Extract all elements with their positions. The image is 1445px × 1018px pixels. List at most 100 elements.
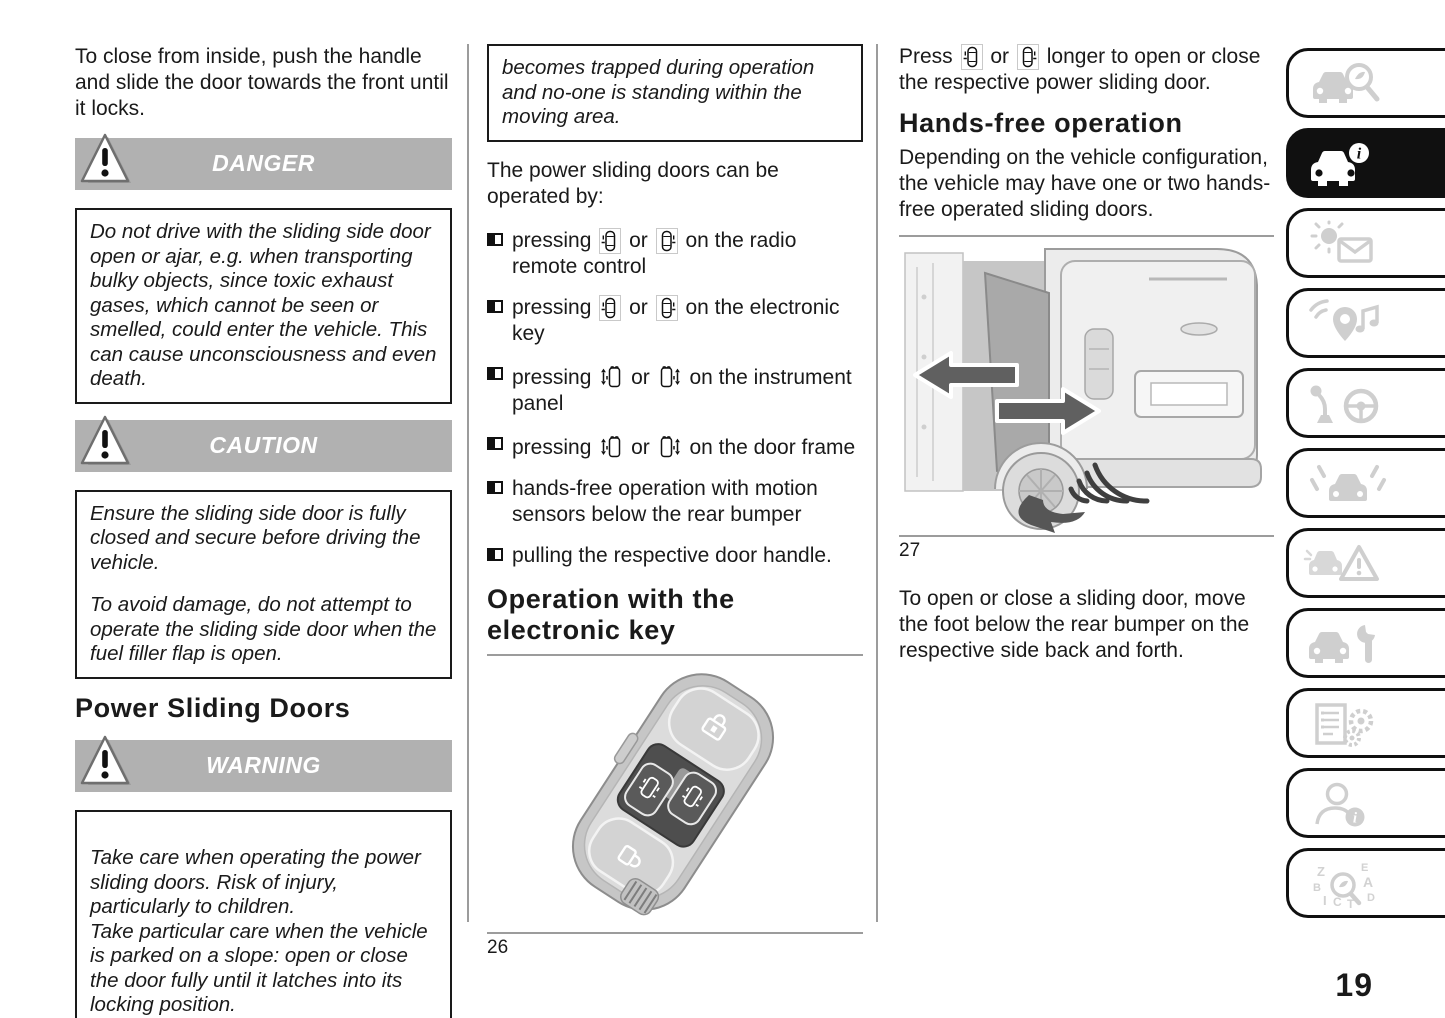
- caution-text-2: To avoid damage, do not attempt to opera…: [90, 593, 437, 665]
- caution-label: CAUTION: [209, 431, 318, 458]
- tab-vehicle-overview[interactable]: [1286, 48, 1445, 118]
- tab-customer-information[interactable]: i: [1286, 768, 1445, 838]
- tab-vehicle-info-current[interactable]: i: [1286, 128, 1445, 198]
- svg-text:D: D: [1367, 892, 1375, 904]
- list-item-text: pulling the respective door handle.: [512, 543, 832, 567]
- middle-column: becomes trapped during operation and no-…: [487, 44, 863, 959]
- car-lane-icon: [1310, 465, 1386, 501]
- list-item: pressing or on the electronic key: [487, 294, 863, 347]
- svg-text:C: C: [1333, 895, 1342, 909]
- operate-intro: The power sliding doors can be operated …: [487, 158, 779, 208]
- warning-box: Take care when operating the power slidi…: [75, 809, 452, 1018]
- square-bullet-icon: [487, 232, 503, 246]
- square-bullet-icon: [487, 366, 503, 380]
- figure-caption: 26: [487, 931, 863, 959]
- list-item: hands-free operation with motion sensors…: [487, 476, 863, 528]
- list-item: pulling the respective door handle.: [487, 543, 863, 569]
- section-tab-sidebar: i: [1286, 48, 1445, 928]
- caution-text-1: Ensure the sliding side door is fully cl…: [90, 501, 421, 574]
- list-gears-icon: [1315, 703, 1374, 747]
- warning-bar: WARNING: [75, 735, 452, 792]
- intro-paragraph: To close from inside, push the handle an…: [75, 45, 449, 120]
- tab-infotainment-navigation[interactable]: [1286, 288, 1445, 358]
- warning-text: Take care when operating the power slidi…: [90, 846, 428, 1018]
- car-wrench-icon: [1309, 625, 1375, 663]
- svg-text:I: I: [1323, 893, 1327, 908]
- figure-caption: 27: [899, 535, 1274, 562]
- warning-continuation-text: becomes trapped during operation and no-…: [502, 56, 815, 128]
- page-number: 19: [1335, 967, 1373, 1003]
- svg-text:T: T: [1347, 897, 1355, 911]
- square-bullet-icon: [487, 547, 503, 561]
- car-magnifier-icon: [1313, 63, 1380, 103]
- list-item: pressing or on the radio remote control: [487, 227, 863, 280]
- section-heading-electronic-key: Operation with the electronic key: [487, 583, 735, 645]
- car-top-right-door-icon: [655, 294, 678, 321]
- column-divider: [876, 44, 878, 922]
- figure-top-rule: [487, 653, 863, 656]
- warning-triangle-icon: [77, 131, 133, 196]
- sliding-door-arrow-right-icon: [660, 435, 680, 457]
- warning-triangle-icon: [77, 413, 133, 478]
- person-info-icon: i: [1315, 782, 1365, 827]
- tab-warning-lights-messages[interactable]: [1286, 208, 1445, 278]
- tab-emergency[interactable]: [1286, 528, 1445, 598]
- caution-box: Ensure the sliding side door is fully cl…: [75, 489, 452, 679]
- column-divider: [467, 44, 469, 922]
- van-rear-illustration: [904, 248, 1262, 533]
- svg-text:B: B: [1313, 882, 1321, 894]
- tab-starting-driving[interactable]: [1286, 368, 1445, 438]
- list-item: pressing or on the instrument panel: [487, 362, 863, 417]
- list-item: pressing or on the door frame: [487, 432, 863, 461]
- car-top-right-door-icon: [1016, 44, 1039, 70]
- warning-triangle-icon: [77, 733, 133, 798]
- sliding-door-arrow-right-icon: [660, 365, 680, 387]
- figure-top-rule: [899, 235, 1274, 237]
- car-info-icon: i: [1311, 143, 1369, 186]
- list-item-text: pressing or on the instrument panel: [512, 362, 863, 417]
- square-bullet-icon: [487, 480, 503, 494]
- danger-bar: DANGER: [75, 133, 452, 190]
- square-bullet-icon: [487, 436, 503, 450]
- key-fob-illustration: [571, 672, 775, 915]
- right-column: Press or longer to open or close the res…: [899, 44, 1274, 664]
- car-top-left-door-icon: [599, 294, 622, 321]
- music-location-icon: [1309, 299, 1379, 341]
- left-column: To close from inside, push the handle an…: [75, 44, 452, 1018]
- svg-text:A: A: [1363, 874, 1373, 890]
- svg-text:E: E: [1361, 862, 1368, 874]
- sliding-door-arrow-left-icon: [601, 365, 621, 387]
- tab-servicing-maintenance[interactable]: [1286, 608, 1445, 678]
- section-heading-power-sliding-doors: Power Sliding Doors: [75, 692, 351, 723]
- car-warning-triangle-icon: [1303, 545, 1379, 581]
- list-item-text: hands-free operation with motion sensors…: [512, 476, 818, 526]
- car-top-right-door-icon: [655, 227, 678, 254]
- danger-label: DANGER: [212, 150, 315, 176]
- list-item-text: pressing or on the electronic key: [512, 294, 840, 345]
- operation-methods-list: pressing or on the radio remote control …: [487, 227, 863, 569]
- section-heading-hands-free: Hands-free operation: [899, 108, 1183, 138]
- tab-driving[interactable]: [1286, 448, 1445, 518]
- letters-magnifier-icon: Z E B A D I C T: [1313, 862, 1375, 911]
- car-top-left-door-icon: [960, 44, 983, 70]
- car-top-left-door-icon: [599, 227, 622, 254]
- hands-free-instruction: To open or close a sliding door, move th…: [899, 587, 1250, 662]
- gearstick-steering-icon: [1310, 385, 1379, 424]
- press-paragraph: Press or longer to open or close the res…: [899, 44, 1261, 94]
- svg-text:i: i: [1353, 811, 1358, 827]
- caution-bar: CAUTION: [75, 415, 452, 472]
- svg-text:i: i: [1357, 146, 1362, 163]
- warning-continuation-box: becomes trapped during operation and no-…: [487, 44, 863, 142]
- tab-technical-data[interactable]: [1286, 688, 1445, 758]
- hands-free-paragraph: Depending on the vehicle configuration, …: [899, 146, 1271, 221]
- danger-box: Do not drive with the sliding side door …: [75, 208, 452, 404]
- tab-alphabetical-index[interactable]: Z E B A D I C T: [1286, 848, 1445, 918]
- list-item-text: pressing or on the door frame: [512, 432, 855, 461]
- list-item-text: pressing or on the radio remote control: [512, 227, 797, 278]
- danger-text: Do not drive with the sliding side door …: [90, 220, 437, 390]
- sun-envelope-icon: [1310, 220, 1373, 263]
- square-bullet-icon: [487, 299, 503, 313]
- warning-label: WARNING: [206, 751, 321, 778]
- electronic-key-figure: [487, 656, 863, 932]
